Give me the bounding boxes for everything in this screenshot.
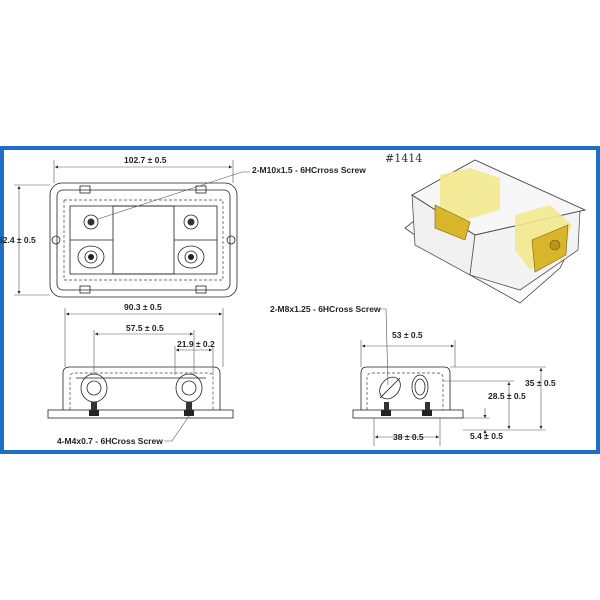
side-view	[352, 308, 546, 446]
front-view	[47, 308, 234, 442]
side-inner-height-dimension: 28.5 ± 0.5	[488, 391, 526, 401]
front-overall-dimension: 90.3 ± 0.5	[124, 302, 162, 312]
side-base-dimension: 5.4 ± 0.5	[470, 431, 503, 441]
top-height-dimension: 62.4 ± 0.5	[0, 235, 36, 245]
terminal-icon	[411, 374, 429, 400]
terminal-screw-icon	[83, 214, 99, 230]
terminal-screw-icon	[183, 214, 199, 230]
front-terminal-dimension: 21.9 ± 0.2	[177, 339, 215, 349]
side-width-dimension: 53 ± 0.5	[392, 330, 423, 340]
top-screw-note: 2-M10x1.5 - 6HCrross Screw	[252, 165, 366, 175]
side-screw-note: 2-M8x1.25 - 6HCross Screw	[270, 304, 381, 314]
terminal-icon	[175, 373, 203, 416]
top-view	[14, 160, 250, 298]
terminal-screw-icon	[77, 245, 105, 269]
side-height-dimension: 35 ± 0.5	[525, 378, 556, 388]
front-screw-note: 4-M4x0.7 - 6HCross Screw	[57, 436, 163, 446]
top-width-dimension: 102.7 ± 0.5	[124, 155, 167, 165]
terminal-screw-icon	[177, 245, 205, 269]
cross-screw-icon	[379, 376, 401, 400]
front-center-dimension: 57.5 ± 0.5	[126, 323, 164, 333]
model-number: #1414	[385, 152, 422, 165]
product-3d-render	[404, 159, 587, 304]
side-mount-dimension: 38 ± 0.5	[393, 432, 424, 442]
